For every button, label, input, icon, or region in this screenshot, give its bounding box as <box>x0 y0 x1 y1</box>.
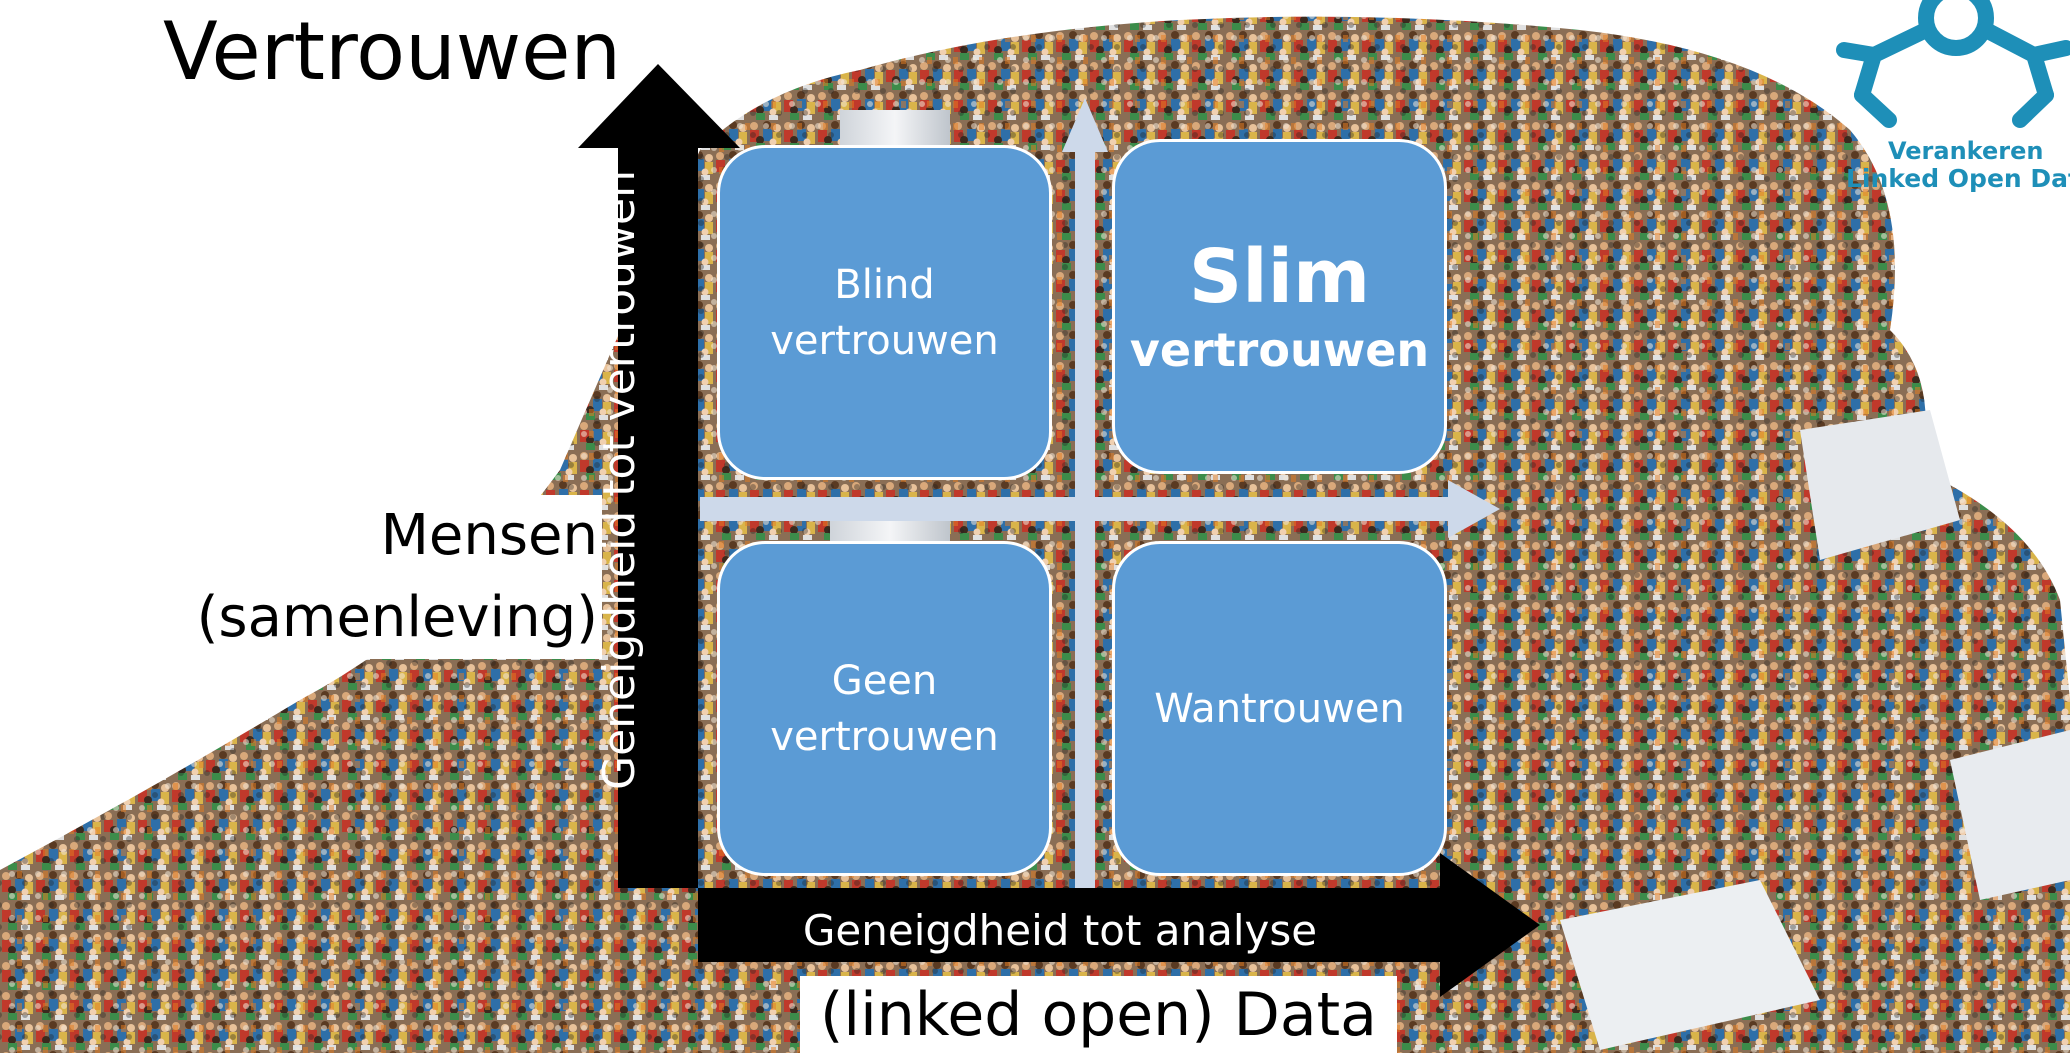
quadrant-label-line1: Slim <box>1188 233 1371 320</box>
quadrant-label-line1: Geen <box>831 657 938 704</box>
quadrant-label-line2: vertrouwen <box>770 713 999 760</box>
quadrant-smart-trust: Slim vertrouwen <box>1112 139 1447 474</box>
quadrant-label-line1: Blind <box>834 261 935 308</box>
logo-text-line1: Verankeren <box>1888 137 2044 165</box>
people-axis-label-line2: (samenleving) <box>196 585 598 650</box>
page-title: Vertrouwen <box>163 5 622 98</box>
data-axis-label: (linked open) Data <box>800 976 1397 1053</box>
quadrant-label-line1: Wantrouwen <box>1154 685 1405 732</box>
analysis-axis-label: Geneigdheid tot analyse <box>802 906 1318 955</box>
trust-axis-label: Geneigdheid tot vertrouwen <box>594 169 645 791</box>
quadrant-distrust: Wantrouwen <box>1112 541 1447 876</box>
quadrant-label-line2: vertrouwen <box>1129 322 1430 377</box>
quadrant-no-trust: Geen vertrouwen <box>717 541 1052 876</box>
quadrant-label-line2: vertrouwen <box>770 317 999 364</box>
network-logo-icon <box>1836 0 2070 128</box>
quadrant-blind-trust: Blind vertrouwen <box>717 145 1052 480</box>
people-axis-label-line1: Mensen <box>380 503 598 568</box>
people-axis-label: Mensen (samenleving) <box>192 495 602 659</box>
logo-text-line2: Linked Open Data <box>1846 164 2070 193</box>
